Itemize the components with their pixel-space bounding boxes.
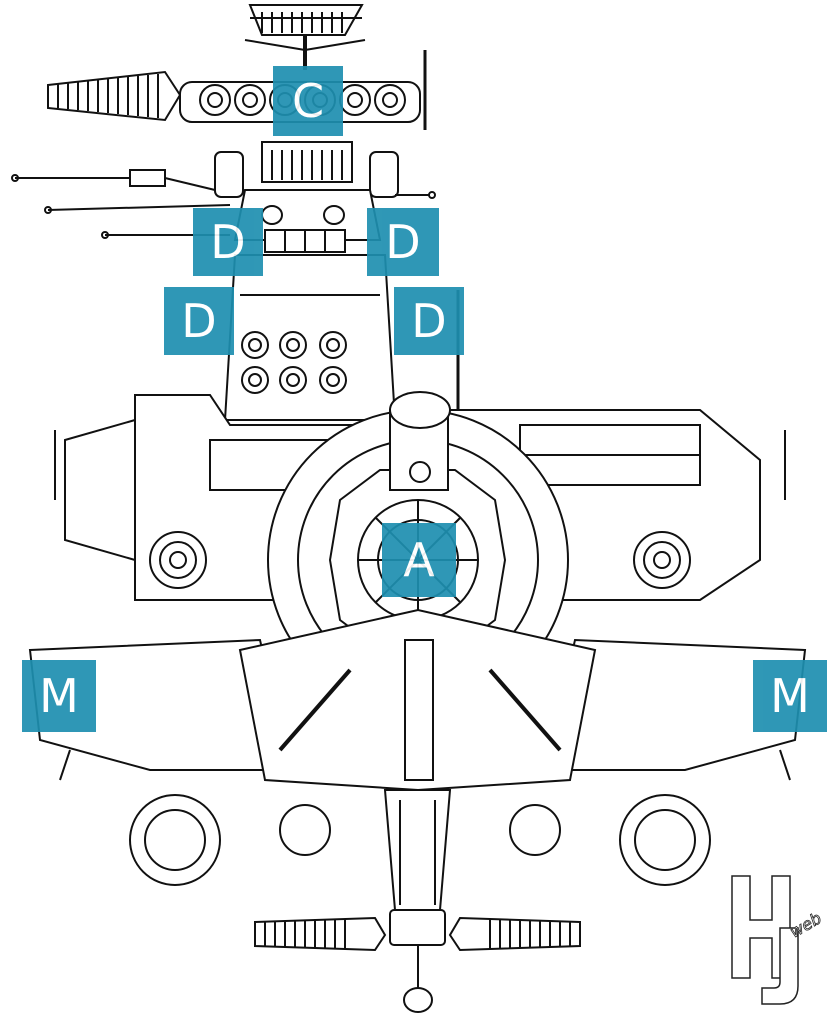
label-m-right: M [753,660,827,732]
top-gun-bar [47,50,427,130]
label-d-upper-left: D [193,208,263,276]
top-antenna [244,4,366,70]
label-d-lower-left: D [164,287,234,355]
bottom-stem [254,789,581,1013]
label-d-upper-right: D [367,208,439,276]
lower-wings [28,608,807,792]
label-c: C [273,66,343,136]
label-m-left: M [22,660,96,732]
bridge-tower [11,141,436,253]
hjweb-logo: web [731,875,822,1005]
label-a: A [382,523,456,597]
landing-wheels [129,794,711,886]
label-d-lower-right: D [394,287,464,355]
side-ports [149,531,691,589]
